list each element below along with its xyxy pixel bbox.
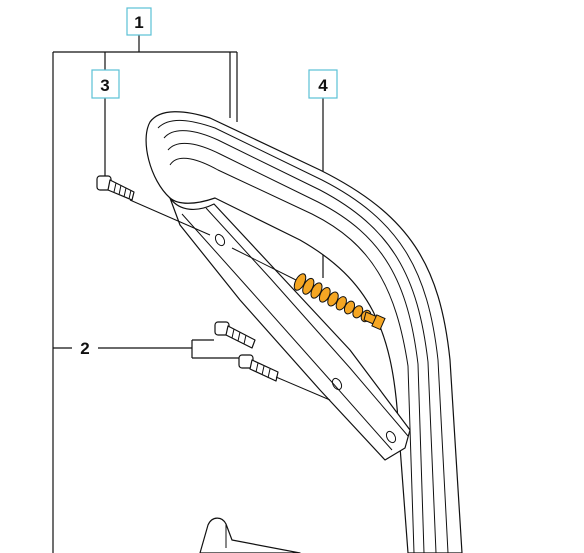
- handle-bar: [145, 111, 463, 553]
- svg-text:1: 1: [134, 13, 143, 32]
- callout-3: 3: [91, 69, 120, 99]
- svg-text:4: 4: [318, 76, 328, 95]
- screw-2-upper: [214, 321, 256, 349]
- callout-4: 4: [308, 69, 338, 99]
- leader-lines: [52, 35, 324, 553]
- svg-text:2: 2: [80, 339, 89, 358]
- screw-2-lower: [238, 354, 331, 401]
- callout-1: 1: [126, 7, 152, 36]
- svg-text:3: 3: [100, 76, 109, 95]
- spring-4: [231, 247, 386, 331]
- callout-2: 2: [80, 339, 89, 358]
- screw-3: [96, 175, 211, 236]
